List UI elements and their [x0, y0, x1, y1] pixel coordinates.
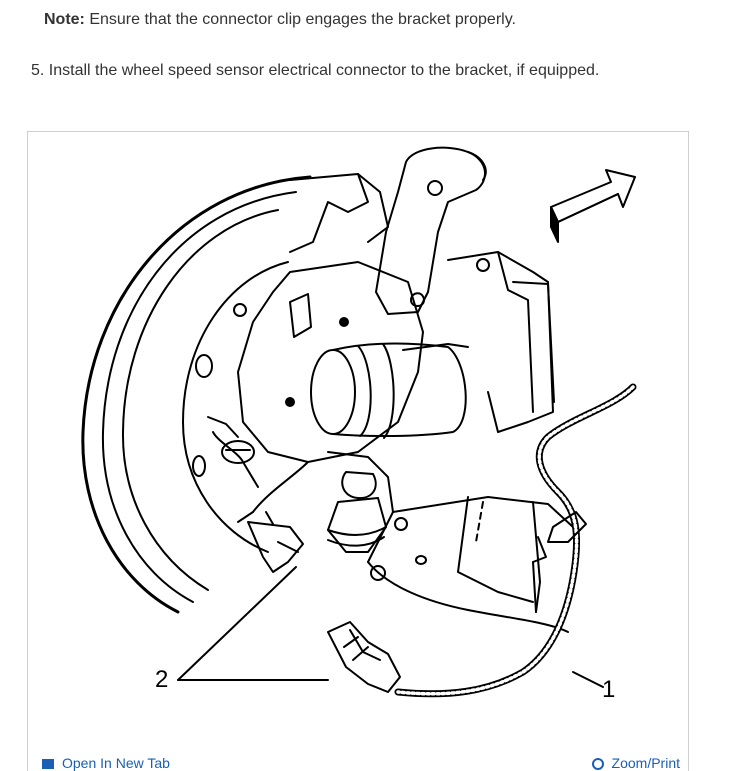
figure-toolbar: Open In New Tab Zoom/Print [42, 752, 680, 771]
open-new-tab-icon [42, 759, 54, 770]
callout-1-label: 1 [602, 676, 616, 703]
zoom-icon [591, 758, 604, 771]
note-body: Ensure that the connector clip engages t… [84, 11, 516, 28]
step-5-instruction: 5. Install the wheel speed sensor electr… [31, 62, 600, 79]
zoom-print-link[interactable]: Zoom/Print [591, 755, 680, 771]
open-new-tab-label: Open In New Tab [62, 755, 170, 771]
hub-knuckle-drawing [81, 146, 637, 698]
open-new-tab-link[interactable]: Open In New Tab [42, 755, 170, 771]
note-text: Note: Ensure that the connector clip eng… [44, 10, 516, 30]
wheel-speed-sensor-illustration: 2 1 Open In New Tab Zoom/Print [27, 131, 689, 771]
callout-2-label: 2 [155, 666, 169, 693]
note-label: Note: [44, 11, 85, 28]
zoom-print-label: Zoom/Print [611, 755, 680, 771]
